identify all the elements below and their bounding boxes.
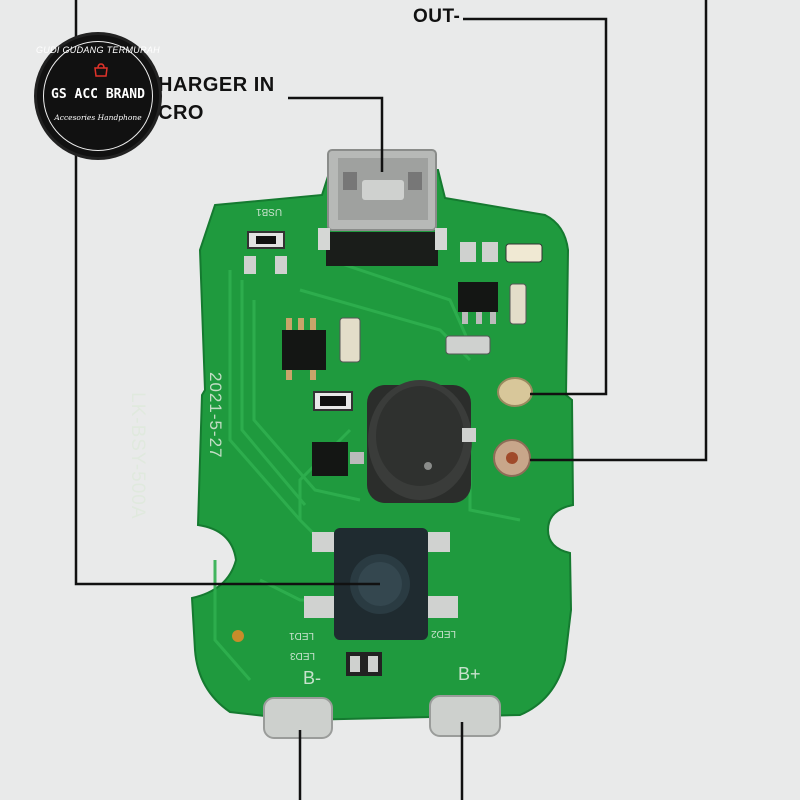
battery-pads: [263, 695, 501, 739]
board-date-silkscreen: 2021-5-27: [206, 372, 225, 459]
ic-chips: [282, 282, 498, 476]
out-negative-label: OUT-: [413, 6, 461, 27]
pad-b-negative-silkscreen: B-: [303, 668, 321, 688]
led2-silkscreen: LED2: [431, 628, 457, 639]
led1-silkscreen: LED1: [289, 630, 315, 641]
pad-b-positive-silkscreen: B+: [458, 664, 481, 684]
logo-brand-name: GS ACC BRAND: [51, 87, 145, 102]
smd-components: [244, 231, 543, 411]
callout-lines: [74, 0, 708, 800]
tactile-switch-icon: [304, 528, 458, 640]
led3-silkscreen: LED3: [290, 650, 316, 661]
usb-silkscreen: USB1: [256, 206, 283, 217]
shopping-bag-icon: [94, 63, 108, 77]
logo-subtitle: Accesories Handphone: [54, 113, 142, 122]
logo-arc-text: GUDI GUDANG TERMURAH: [35, 45, 160, 55]
charger-in-label-line1: HARGER IN: [158, 74, 275, 96]
logo-ring: [43, 41, 153, 151]
board-model-silkscreen: LK-BSY-500A: [127, 392, 148, 520]
usb-micro-connector-icon: [318, 149, 447, 266]
inductor-coil-icon: [367, 380, 476, 503]
led-icon: [346, 652, 382, 676]
charger-in-label-line2: CRO: [158, 102, 204, 124]
output-pads: [232, 377, 533, 642]
brand-logo: GUDI GUDANG TERMURAH GS ACC BRAND Acceso…: [34, 32, 162, 160]
